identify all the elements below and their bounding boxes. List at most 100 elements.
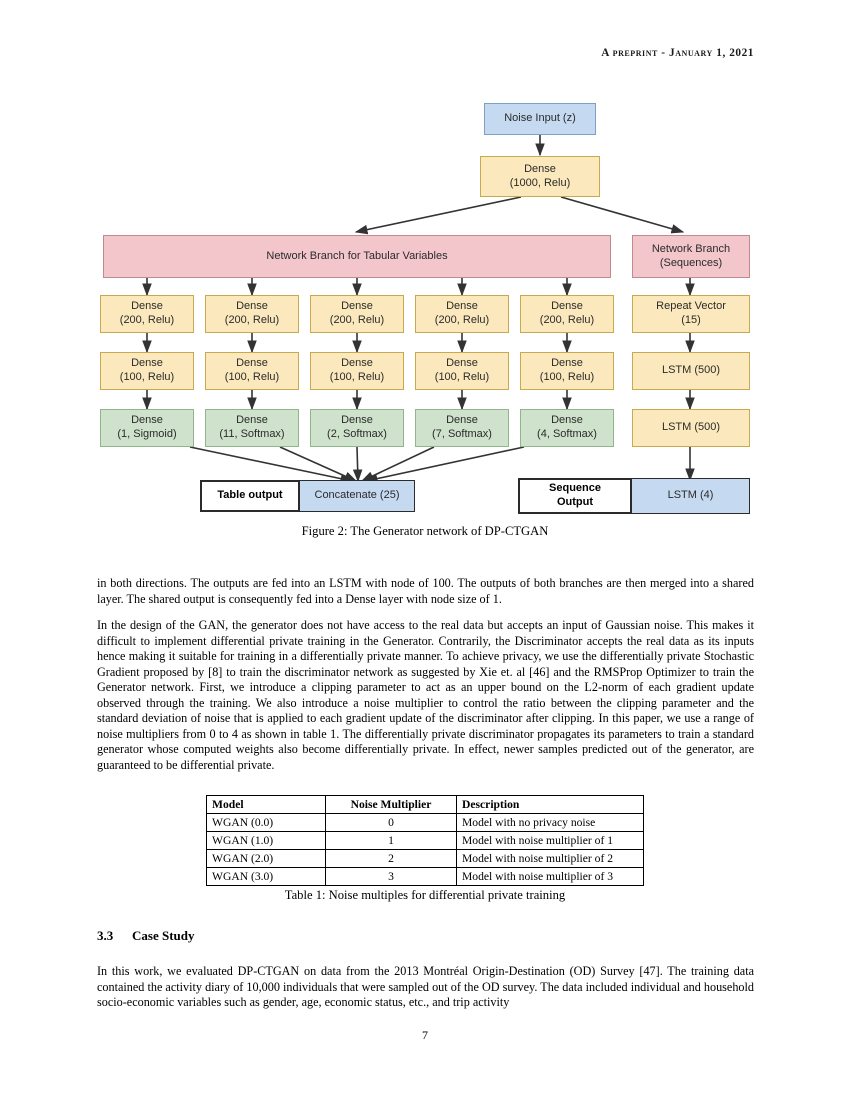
table-header-model: Model: [206, 794, 326, 815]
figure-2-diagram: Noise Input (z) Dense (1000, Relu) Netwo…: [0, 95, 850, 545]
node-dense-out-1-line1: Dense: [131, 414, 163, 427]
node-dense-out-3-line2: (2, Softmax): [327, 428, 387, 440]
node-dense-200-1-line2: (200, Relu): [119, 314, 175, 326]
node-branch-sequences-line1: Network Branch: [651, 242, 731, 255]
table-row: WGAN (3.0) 3 Model with noise multiplier…: [206, 867, 644, 887]
table-row: WGAN (0.0) 0 Model with no privacy noise: [206, 813, 644, 833]
node-dense-out-1: Dense (1, Sigmoid): [100, 409, 194, 447]
node-sequence-output: Sequence Output: [518, 478, 632, 514]
node-dense-out-3: Dense (2, Softmax): [310, 409, 404, 447]
node-dense-200-2-line2: (200, Relu): [224, 314, 280, 326]
node-concatenate-label: Concatenate (25): [314, 489, 400, 502]
node-dense-100-5-line2: (100, Relu): [539, 371, 595, 383]
noise-multiplier-table: Model Noise Multiplier Description WGAN …: [206, 794, 644, 887]
paragraph-1: in both directions. The outputs are fed …: [97, 576, 754, 606]
node-branch-sequences: Network Branch (Sequences): [632, 235, 750, 278]
section-number: 3.3: [97, 928, 114, 943]
table-header-row: Model Noise Multiplier Description: [206, 794, 644, 815]
node-dense-200-1-line1: Dense: [131, 300, 163, 313]
node-dense-out-4: Dense (7, Softmax): [415, 409, 509, 447]
cell-model: WGAN (1.0): [206, 831, 326, 851]
node-dense-1000: Dense (1000, Relu): [480, 156, 600, 197]
table-row: WGAN (2.0) 2 Model with noise multiplier…: [206, 849, 644, 869]
node-dense-out-4-line1: Dense: [446, 414, 478, 427]
figure-arrows-layer: [142, 135, 695, 484]
node-sequence-output-line1: Sequence: [549, 482, 601, 495]
cell-description: Model with noise multiplier of 2: [456, 849, 644, 869]
node-dense-200-2-line1: Dense: [236, 300, 268, 313]
node-dense-out-2-line2: (11, Softmax): [219, 428, 285, 440]
cell-model: WGAN (0.0): [206, 813, 326, 833]
node-dense-200-3: Dense (200, Relu): [310, 295, 404, 333]
node-dense-out-5-line1: Dense: [551, 414, 583, 427]
node-dense-out-2-line1: Dense: [236, 414, 268, 427]
node-dense-out-2: Dense (11, Softmax): [205, 409, 299, 447]
node-dense-200-5-line2: (200, Relu): [539, 314, 595, 326]
node-lstm-500-b: LSTM (500): [632, 409, 750, 447]
node-dense-200-5-line1: Dense: [551, 300, 583, 313]
figure-caption: Figure 2: The Generator network of DP-CT…: [301, 524, 549, 538]
cell-model: WGAN (2.0): [206, 849, 326, 869]
node-dense-200-2: Dense (200, Relu): [205, 295, 299, 333]
node-lstm-500-a-label: LSTM (500): [661, 364, 721, 377]
node-dense-200-1: Dense (200, Relu): [100, 295, 194, 333]
cell-multiplier: 3: [325, 867, 457, 887]
node-dense-200-4-line1: Dense: [446, 300, 478, 313]
node-noise-input-label: Noise Input (z): [504, 112, 576, 125]
node-dense-1000-line1: Dense: [524, 162, 556, 175]
node-dense-100-1-line2: (100, Relu): [119, 371, 175, 383]
node-table-output: Table output: [200, 480, 300, 512]
cell-description: Model with no privacy noise: [456, 813, 644, 833]
node-concatenate: Concatenate (25): [299, 480, 415, 512]
node-sequence-output-line2: Output: [556, 496, 594, 508]
node-lstm-4: LSTM (4): [631, 478, 750, 514]
node-dense-100-1: Dense (100, Relu): [100, 352, 194, 390]
node-dense-200-5: Dense (200, Relu): [520, 295, 614, 333]
paragraph-2: In the design of the GAN, the generator …: [97, 618, 754, 773]
node-dense-100-2: Dense (100, Relu): [205, 352, 299, 390]
cell-multiplier: 1: [325, 831, 457, 851]
node-dense-1000-line2: (1000, Relu): [509, 176, 571, 189]
cell-model: WGAN (3.0): [206, 867, 326, 887]
cell-multiplier: 0: [325, 813, 457, 833]
node-dense-out-4-line2: (7, Softmax): [432, 428, 492, 440]
section-title: Case Study: [132, 928, 195, 943]
body-text-block-2: In this work, we evaluated DP-CTGAN on d…: [97, 964, 754, 1011]
node-dense-100-1-line1: Dense: [131, 357, 163, 370]
node-repeat-vector-line2: (15): [681, 314, 701, 326]
cell-description: Model with noise multiplier of 3: [456, 867, 644, 887]
node-noise-input: Noise Input (z): [484, 103, 596, 135]
node-lstm-500-a: LSTM (500): [632, 352, 750, 390]
node-dense-100-2-line1: Dense: [236, 357, 268, 370]
node-branch-tabular: Network Branch for Tabular Variables: [103, 235, 611, 278]
table-caption: Table 1: Noise multiples for differentia…: [284, 888, 566, 903]
node-dense-200-4: Dense (200, Relu): [415, 295, 509, 333]
node-dense-100-5-line1: Dense: [551, 357, 583, 370]
node-lstm-500-b-label: LSTM (500): [661, 421, 721, 434]
node-repeat-vector-line1: Repeat Vector: [656, 300, 726, 313]
table-row: WGAN (1.0) 1 Model with noise multiplier…: [206, 831, 644, 851]
node-branch-tabular-label: Network Branch for Tabular Variables: [266, 249, 448, 262]
page-number: 7: [422, 1028, 428, 1042]
node-branch-sequences-line2: (Sequences): [659, 256, 723, 269]
node-dense-100-4-line2: (100, Relu): [434, 371, 490, 383]
node-repeat-vector: Repeat Vector (15): [632, 295, 750, 333]
node-dense-100-4: Dense (100, Relu): [415, 352, 509, 390]
paragraph-case-study: In this work, we evaluated DP-CTGAN on d…: [97, 964, 754, 1010]
node-dense-200-4-line2: (200, Relu): [434, 314, 490, 326]
table-header-description: Description: [456, 794, 644, 815]
node-table-output-label: Table output: [217, 489, 283, 502]
cell-description: Model with noise multiplier of 1: [456, 831, 644, 851]
running-header: A preprint - January 1, 2021: [601, 47, 754, 59]
node-dense-100-2-line2: (100, Relu): [224, 371, 280, 383]
body-text-block-1: in both directions. The outputs are fed …: [97, 576, 754, 774]
table-1-block: Model Noise Multiplier Description WGAN …: [0, 794, 850, 903]
table-header-noise-multiplier: Noise Multiplier: [325, 794, 457, 815]
node-dense-out-3-line1: Dense: [341, 414, 373, 427]
node-dense-100-3: Dense (100, Relu): [310, 352, 404, 390]
section-heading: 3.3 Case Study: [97, 928, 195, 944]
cell-multiplier: 2: [325, 849, 457, 869]
node-dense-100-3-line2: (100, Relu): [329, 371, 385, 383]
node-dense-100-3-line1: Dense: [341, 357, 373, 370]
node-dense-out-5-line2: (4, Softmax): [537, 428, 597, 440]
